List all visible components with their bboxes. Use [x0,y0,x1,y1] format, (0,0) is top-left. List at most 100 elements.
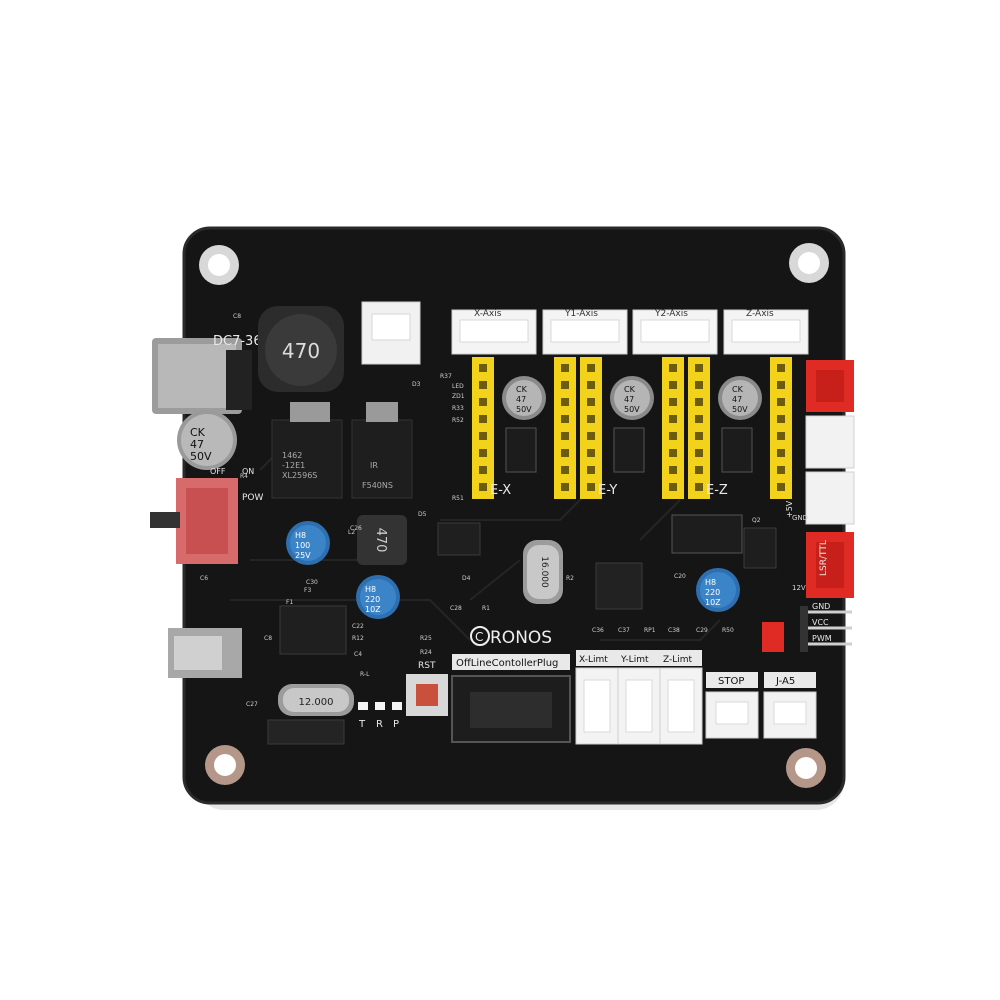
limit-label-2: Y-Limt [620,655,649,665]
driver-label-1: E-X [490,483,511,498]
black-jumper-block [671,514,743,554]
pin-label-gnd: GND [812,602,830,611]
silk-ref: C30 [306,579,318,586]
axis-label-4: Z-Axis [746,309,774,319]
right-red-connector-top [806,360,854,412]
main-inductor-label: 470 [282,339,320,363]
silk-ref: RP1 [644,627,656,634]
silk-ref: C22 [352,623,364,630]
driver-cap-text: 47 [732,395,742,404]
cap-right-line2: 220 [705,588,720,597]
reset-button[interactable] [406,674,448,716]
limit-label-3: Z-Limt [663,655,693,665]
limit-connector-row: X-Limt Y-Limt Z-Limt [575,650,703,745]
led-label-r: R [376,719,383,730]
cap-right-line3: 10Z [705,598,721,607]
silk-ref: R12 [352,635,364,642]
driver-cap-text: CK [516,385,528,394]
silk-ref: R1 [482,605,490,612]
right-red-connector-bottom [806,532,854,598]
usb-chip [279,605,347,655]
small-inductor: 470 [357,515,407,565]
switch-on-label: ON [242,467,254,476]
ja5-label: J-A5 [775,676,795,687]
laser-ttl-label: LSR/TTL [819,540,829,576]
dc-power-jack [152,338,252,414]
silk-ref: C4 [354,651,362,658]
power-out-connector [361,301,421,365]
silk-ref: R51 [452,495,464,502]
cap-mid2-line1: H8 [365,585,376,594]
axis-label-1: X-Axis [474,309,502,319]
silk-ref: L2 [348,529,355,536]
right-white-connector-1 [805,415,855,469]
regulator-1-line2: -12E1 [282,461,305,470]
switch-off-label: OFF [210,467,226,476]
cap-left-line2: 47 [190,438,204,451]
silk-ref: C36 [592,627,604,634]
silk-ref: R4 [240,473,248,480]
mounting-holes [199,243,829,788]
reset-label: RST [418,661,436,671]
right-white-connector-2 [805,471,855,525]
silk-ref: R-L [360,671,370,678]
silk-ref: R2 [566,575,574,582]
silk-ref: R37 [440,373,452,380]
silk-ref: F1 [286,599,293,606]
limit-label-1: X-Limt [579,655,608,665]
capacitor-mid2: H8 220 10Z [356,575,400,619]
brand-logo: C RONOS [470,626,552,648]
silk-ref: LED [452,383,464,390]
silk-ref: R52 [452,417,464,424]
regulator-xl2596: XL2596S -12E1 1462 [271,402,343,499]
silk-ref: C27 [246,701,258,708]
axis-connector-3: Y2-Axis [632,309,718,355]
power-slide-switch[interactable] [150,478,238,564]
limit-connector-3: Z-Limt [659,650,703,745]
regulator-1-line3: 1462 [282,451,302,460]
cap-mid-line2: 100 [295,541,310,550]
silk-ref: C26 [350,525,362,532]
led-label-p: P [393,719,399,730]
brand-mark: C [475,630,483,644]
pin-label-pwm: PWM [812,634,832,643]
axis-label-2: Y1-Axis [564,309,598,319]
driver-cap-text: 47 [624,395,634,404]
main-inductor: 470 [258,306,344,392]
mosfet [743,527,777,569]
regulator-1-line1: XL2596S [282,471,317,480]
silk-ref: Q2 [752,517,761,524]
led-label-t: T [358,719,366,730]
silk-ref: ZD1 [452,393,465,400]
stop-connector: STOP [705,672,759,739]
silk-ref: R25 [420,635,432,642]
stop-label: STOP [718,676,744,687]
fan-12v-label: 12V [792,584,806,592]
driver-ic [437,522,481,556]
silk-ref: D4 [462,575,471,582]
cap-right-line1: H8 [705,578,716,587]
crystal-main-label: 12.000 [299,697,334,708]
silk-ref: C20 [674,573,686,580]
cap-left-line1: CK [190,426,206,439]
silk-ref: C8 [264,635,272,642]
silk-ref: C38 [668,627,680,634]
switch-pow-label: POW [242,493,264,503]
capacitor-right: H8 220 10Z [696,568,740,612]
silk-ref: R24 [420,649,432,656]
power-input-label: DC7-36 [213,334,262,349]
driver-cap-text: CK [624,385,636,394]
limit-connector-2: Y-Limt [617,650,661,745]
ja5-connector: J-A5 [763,672,817,739]
regulator-f540ns: F540NS IR [351,402,413,499]
driver-cap-text: 50V [732,405,748,414]
silk-ref: C37 [618,627,630,634]
regulator-2-line1: F540NS [362,481,393,490]
silk-ref: R33 [452,405,464,412]
capacitor-left: CK 47 50V [177,410,237,470]
regulator-2-line2: IR [370,461,378,470]
